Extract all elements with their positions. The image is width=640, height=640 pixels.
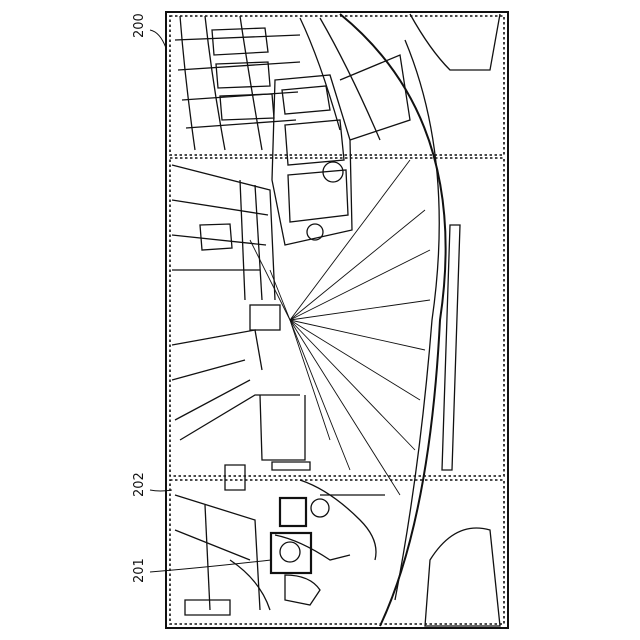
- label-200: 200: [132, 13, 147, 38]
- segment-top: [170, 16, 504, 155]
- lens-boundary: [340, 14, 446, 626]
- detection-box-202: [280, 498, 306, 526]
- fisheye-scene: [172, 14, 500, 626]
- lens-boundary-inner: [395, 40, 439, 600]
- dotted-segments: [170, 16, 504, 624]
- leader-200: [150, 30, 166, 48]
- label-202: 202: [132, 472, 147, 497]
- leader-201: [150, 560, 271, 572]
- corner-shape-top-right: [410, 14, 500, 70]
- perspective-lines: [250, 160, 430, 495]
- segment-bottom: [170, 480, 504, 624]
- sidewalk-scene: [175, 462, 385, 615]
- label-201: 201: [132, 558, 147, 583]
- corner-shape-bottom-right: [425, 528, 500, 626]
- leader-202: [150, 490, 172, 491]
- bus: [272, 55, 410, 245]
- building-top: [175, 16, 380, 150]
- building-middle-left: [172, 165, 305, 460]
- reference-leaders: [150, 30, 271, 572]
